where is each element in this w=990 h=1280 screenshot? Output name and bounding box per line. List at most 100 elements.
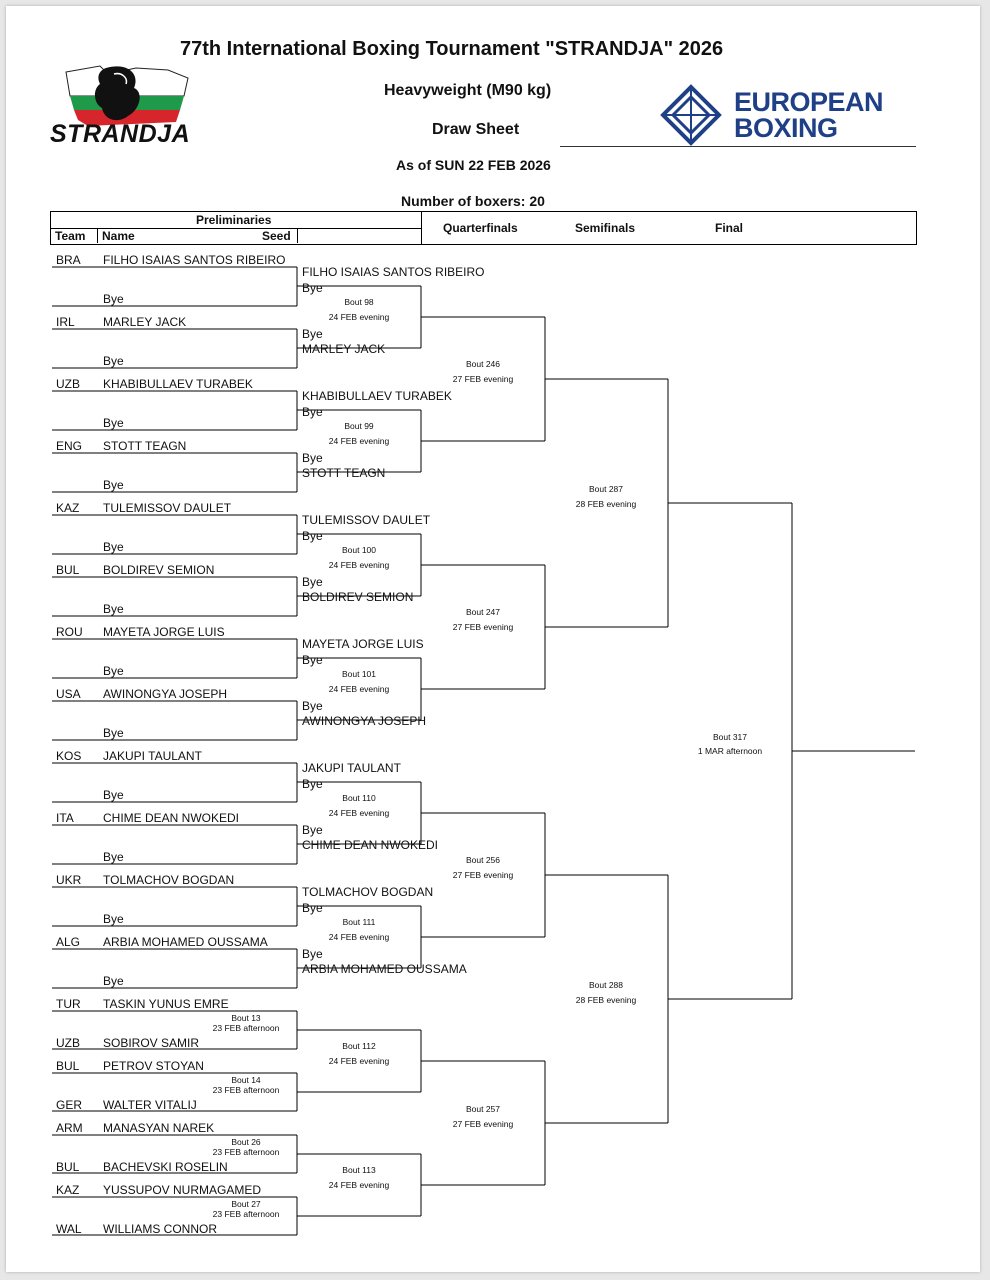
boxing-text: BOXING bbox=[734, 113, 838, 143]
bout-number: Bout 110 bbox=[342, 793, 376, 803]
bout-number: Bout 246 bbox=[465, 359, 501, 369]
entry-team: ENG bbox=[56, 439, 83, 453]
entry-team: WAL bbox=[56, 1222, 82, 1236]
bout-number: Bout 113 bbox=[342, 1165, 376, 1175]
column-header-box bbox=[50, 211, 917, 245]
advancing-sub: Bye bbox=[302, 405, 323, 419]
entry-team: KAZ bbox=[56, 1183, 80, 1197]
entry-name: PETROV STOYAN bbox=[103, 1059, 204, 1073]
bout-time: 27 FEB evening bbox=[452, 374, 514, 384]
bout-time: 23 FEB afternoon bbox=[212, 1209, 280, 1219]
advancing-name: JAKUPI TAULANT bbox=[302, 761, 401, 775]
advancing-name: ARBIA MOHAMED OUSSAMA bbox=[302, 962, 467, 976]
bout-number: Bout 256 bbox=[465, 855, 501, 865]
entry-name: TASKIN YUNUS EMRE bbox=[103, 997, 229, 1011]
bout-time: 24 FEB evening bbox=[328, 436, 390, 446]
entry-name: FILHO ISAIAS SANTOS RIBEIRO bbox=[103, 253, 286, 267]
advancing-name: AWINONGYA JOSEPH bbox=[302, 714, 427, 728]
bout-number: Bout 13 bbox=[231, 1013, 261, 1023]
advancing-name: TULEMISSOV DAULET bbox=[302, 513, 431, 527]
entry-team: ALG bbox=[56, 935, 81, 949]
strandja-logo-text: STRANDJA bbox=[50, 120, 191, 148]
entry-name: ARBIA MOHAMED OUSSAMA bbox=[103, 935, 268, 949]
entry-team: ROU bbox=[56, 625, 83, 639]
advancing-name: TOLMACHOV BOGDAN bbox=[302, 885, 434, 899]
bout-number: Bout 247 bbox=[465, 607, 501, 617]
advancing-sub: Bye bbox=[302, 575, 323, 589]
entry-team: BUL bbox=[56, 1059, 80, 1073]
advancing-sub: Bye bbox=[302, 451, 323, 465]
advancing-sub: Bye bbox=[302, 777, 323, 791]
tournament-title: 77th International Boxing Tournament "ST… bbox=[180, 38, 724, 60]
entry-name: BOLDIREV SEMION bbox=[103, 563, 215, 577]
entry-bye: Bye bbox=[103, 354, 124, 368]
entry-bye: Bye bbox=[103, 788, 124, 802]
entry-team: TUR bbox=[56, 997, 81, 1011]
entry-team: KAZ bbox=[56, 501, 80, 515]
header-divider-seed bbox=[297, 228, 298, 243]
advancing-sub: Bye bbox=[302, 653, 323, 667]
entry-bye: Bye bbox=[103, 726, 124, 740]
entry-name: BACHEVSKI ROSELIN bbox=[103, 1160, 228, 1174]
header-seed: Seed bbox=[262, 229, 291, 243]
entry-name: YUSSUPOV NURMAGAMED bbox=[103, 1183, 262, 1197]
strandja-logo: STRANDJA bbox=[48, 60, 198, 150]
advancing-name: MARLEY JACK bbox=[302, 342, 386, 356]
advancing-name: MAYETA JORGE LUIS bbox=[302, 637, 424, 651]
bout-time: 1 MAR afternoon bbox=[697, 746, 763, 756]
boxers-count: Number of boxers: 20 bbox=[401, 193, 545, 209]
entry-team: BUL bbox=[56, 563, 80, 577]
advancing-sub: Bye bbox=[302, 947, 323, 961]
bout-number: Bout 112 bbox=[342, 1041, 376, 1051]
advancing-name: STOTT TEAGN bbox=[302, 466, 386, 480]
weight-class: Heavyweight (M90 kg) bbox=[384, 82, 552, 99]
header-team: Team bbox=[55, 229, 86, 243]
bout-number: Bout 287 bbox=[588, 484, 624, 494]
entry-bye: Bye bbox=[103, 912, 124, 926]
bout-number: Bout 98 bbox=[344, 297, 374, 307]
entry-name: KHABIBULLAEV TURABEK bbox=[103, 377, 253, 391]
strandja-flag-glove-icon bbox=[65, 65, 189, 126]
entry-bye: Bye bbox=[103, 478, 124, 492]
bout-number: Bout 317 bbox=[712, 732, 748, 742]
advancing-sub: Bye bbox=[302, 699, 323, 713]
entry-team: UZB bbox=[56, 377, 80, 391]
bout-number: Bout 100 bbox=[341, 545, 377, 555]
bout-time: 28 FEB evening bbox=[575, 499, 637, 509]
entry-name: WALTER VITALIJ bbox=[103, 1098, 197, 1112]
bout-number: Bout 26 bbox=[231, 1137, 261, 1147]
bout-number: Bout 99 bbox=[344, 421, 374, 431]
bout-number: Bout 111 bbox=[342, 917, 376, 927]
entry-name: STOTT TEAGN bbox=[103, 439, 187, 453]
entry-name: CHIME DEAN NWOKEDI bbox=[103, 811, 240, 825]
header-divider-prelim bbox=[421, 211, 422, 244]
bout-time: 23 FEB afternoon bbox=[212, 1085, 280, 1095]
bout-number: Bout 288 bbox=[588, 980, 624, 990]
entry-name: WILLIAMS CONNOR bbox=[103, 1222, 218, 1236]
bout-time: 23 FEB afternoon bbox=[212, 1147, 280, 1157]
european-boxing-logo: EUROPEAN BOXING bbox=[660, 84, 922, 148]
entry-team: BUL bbox=[56, 1160, 80, 1174]
advancing-name: CHIME DEAN NWOKEDI bbox=[302, 838, 439, 852]
header-quarterfinals: Quarterfinals bbox=[443, 221, 518, 235]
header-preliminaries: Preliminaries bbox=[196, 213, 272, 227]
sheet-type: Draw Sheet bbox=[432, 121, 520, 138]
bout-time: 27 FEB evening bbox=[452, 622, 514, 632]
entry-name: TOLMACHOV BOGDAN bbox=[103, 873, 235, 887]
bout-number: Bout 257 bbox=[465, 1104, 501, 1114]
advancing-name: KHABIBULLAEV TURABEK bbox=[302, 389, 452, 403]
entry-name: MAYETA JORGE LUIS bbox=[103, 625, 225, 639]
header-semifinals: Semifinals bbox=[575, 221, 636, 235]
entry-name: JAKUPI TAULANT bbox=[103, 749, 202, 763]
bout-time: 28 FEB evening bbox=[575, 995, 637, 1005]
bout-time: 24 FEB evening bbox=[328, 1180, 390, 1190]
bout-time: 24 FEB evening bbox=[328, 684, 390, 694]
entry-team: GER bbox=[56, 1098, 83, 1112]
bout-time: 24 FEB evening bbox=[328, 560, 390, 570]
entry-bye: Bye bbox=[103, 664, 124, 678]
bout-time: 23 FEB afternoon bbox=[212, 1023, 280, 1033]
entry-team: ITA bbox=[56, 811, 74, 825]
bout-number: Bout 101 bbox=[341, 669, 377, 679]
entry-team: UZB bbox=[56, 1036, 80, 1050]
